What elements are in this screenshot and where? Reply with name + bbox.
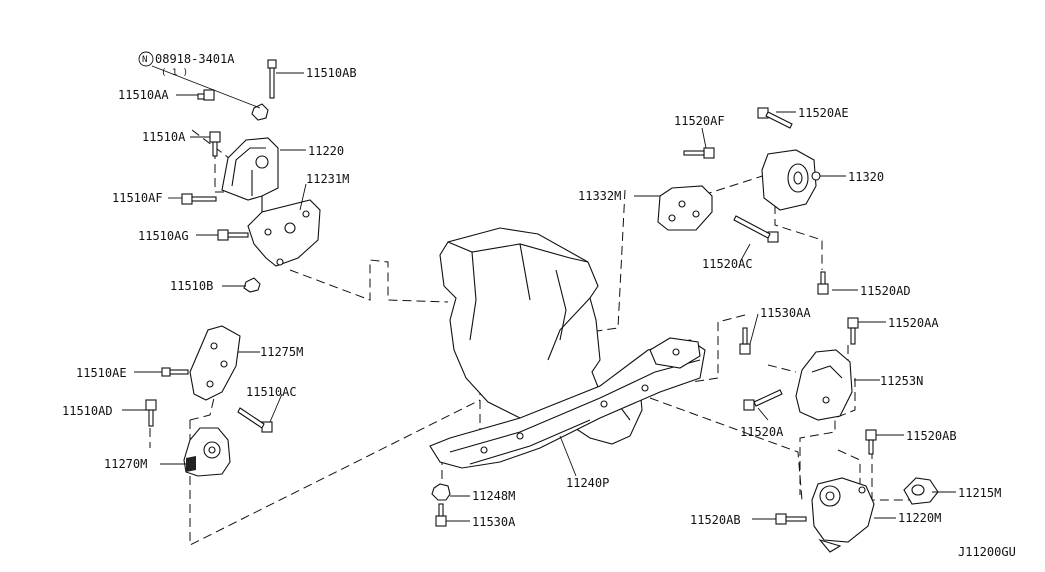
bolts-left-lower	[145, 367, 273, 433]
mount-bracket-11253N	[795, 349, 853, 421]
label-11510AA: 11510AA	[118, 88, 169, 102]
label-08918-prefix: N	[142, 55, 147, 65]
label-11275M: 11275M	[260, 345, 303, 359]
label-11240P: 11240P	[566, 476, 609, 490]
crossmember	[429, 337, 706, 469]
label-11510AF: 11510AF	[112, 191, 163, 205]
label-11520AC: 11520AC	[702, 257, 753, 271]
label-11510B: 11510B	[170, 279, 213, 293]
mount-bracket-11275M	[189, 325, 241, 401]
bolts-right-upper	[683, 107, 829, 295]
label-11510AB: 11510AB	[306, 66, 357, 80]
label-11320: 11320	[848, 170, 884, 184]
mount-bracket-11332M	[657, 185, 713, 231]
mount-bracket-11231M	[247, 196, 321, 267]
mount-insulator-11270M	[183, 427, 231, 477]
label-11530AA: 11530AA	[760, 306, 811, 320]
mount-insulator-11320	[761, 149, 821, 211]
part-labels: N 08918-3401A ( 1 ) 11510AB 11510AA 1151…	[62, 51, 1016, 559]
mount-insulator-11220	[221, 137, 279, 201]
n-circle-icon	[138, 51, 154, 67]
assembly-guide-lines	[149, 129, 910, 546]
label-11510AC: 11510AC	[246, 385, 297, 399]
label-11248M: 11248M	[472, 489, 515, 503]
label-11231M: 11231M	[306, 172, 349, 186]
label-11520A: 11520A	[740, 425, 784, 439]
label-11510AE: 11510AE	[76, 366, 127, 380]
label-08918-3401A: 08918-3401A	[155, 52, 235, 66]
label-11220: 11220	[308, 144, 344, 158]
drawing-code: J11200GU	[958, 545, 1016, 559]
bolts-bottom-center	[431, 483, 451, 527]
label-11520AF: 11520AF	[674, 114, 725, 128]
label-11270M: 11270M	[104, 457, 147, 471]
label-11332M: 11332M	[578, 189, 621, 203]
label-11220M: 11220M	[898, 511, 941, 525]
bolts-left-upper	[181, 59, 277, 293]
label-08918-qty: ( 1 )	[161, 68, 188, 78]
label-11520AA: 11520AA	[888, 316, 939, 330]
bolts-right-lower	[739, 317, 877, 525]
label-11520AE: 11520AE	[798, 106, 849, 120]
leader-lines	[122, 65, 956, 522]
label-11510AG: 11510AG	[138, 229, 189, 243]
label-11510A: 11510A	[142, 130, 186, 144]
label-11510AD: 11510AD	[62, 404, 113, 418]
label-11520AB-upper: 11520AB	[906, 429, 957, 443]
mount-insulator-11220M	[811, 477, 875, 553]
label-11530A: 11530A	[472, 515, 516, 529]
label-11215M: 11215M	[958, 486, 1001, 500]
label-11253N: 11253N	[880, 374, 923, 388]
label-11520AD: 11520AD	[860, 284, 911, 298]
label-11520AB-lower: 11520AB	[690, 513, 741, 527]
